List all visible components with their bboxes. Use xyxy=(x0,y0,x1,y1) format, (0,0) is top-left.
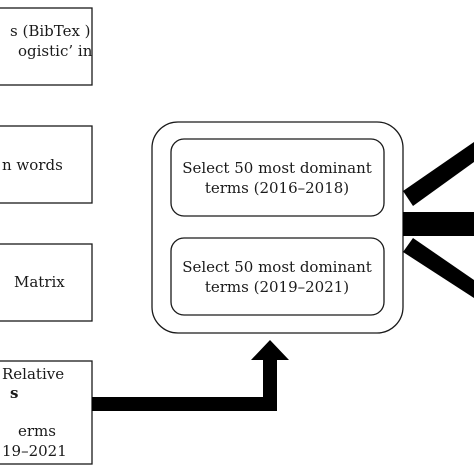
step-box-2 xyxy=(0,125,93,204)
select-box-2-line-1: Select 50 most dominant xyxy=(182,258,372,276)
select-box-1-line-2: terms (2016–2018) xyxy=(205,179,349,197)
step-box-4-line-4: 19–2021 xyxy=(2,442,67,460)
arrow-to-group xyxy=(92,340,289,411)
selection-group xyxy=(151,121,404,334)
arrow-out-lower xyxy=(403,238,474,298)
step-box-4-line-1: Relative xyxy=(2,365,64,383)
step-box-3 xyxy=(0,243,93,322)
arrow-out-middle xyxy=(403,212,474,236)
select-box-2019-2021 xyxy=(170,237,385,316)
step-box-1-line-1: s (BibTex ) xyxy=(10,22,91,40)
step-box-1 xyxy=(0,7,93,86)
step-box-4-line-2: s xyxy=(10,384,18,402)
arrow-out-upper xyxy=(403,142,474,206)
select-box-1-line-1: Select 50 most dominant xyxy=(182,159,372,177)
step-box-3-line-1: Matrix xyxy=(14,273,65,291)
select-box-2-line-2: terms (2019–2021) xyxy=(205,278,349,296)
step-box-2-line-1: n words xyxy=(2,156,63,174)
step-box-1-line-2: ogistic’ in xyxy=(18,42,93,60)
step-box-4 xyxy=(0,360,93,465)
step-box-4-line-3: erms xyxy=(18,422,56,440)
select-box-2016-2018 xyxy=(170,138,385,217)
